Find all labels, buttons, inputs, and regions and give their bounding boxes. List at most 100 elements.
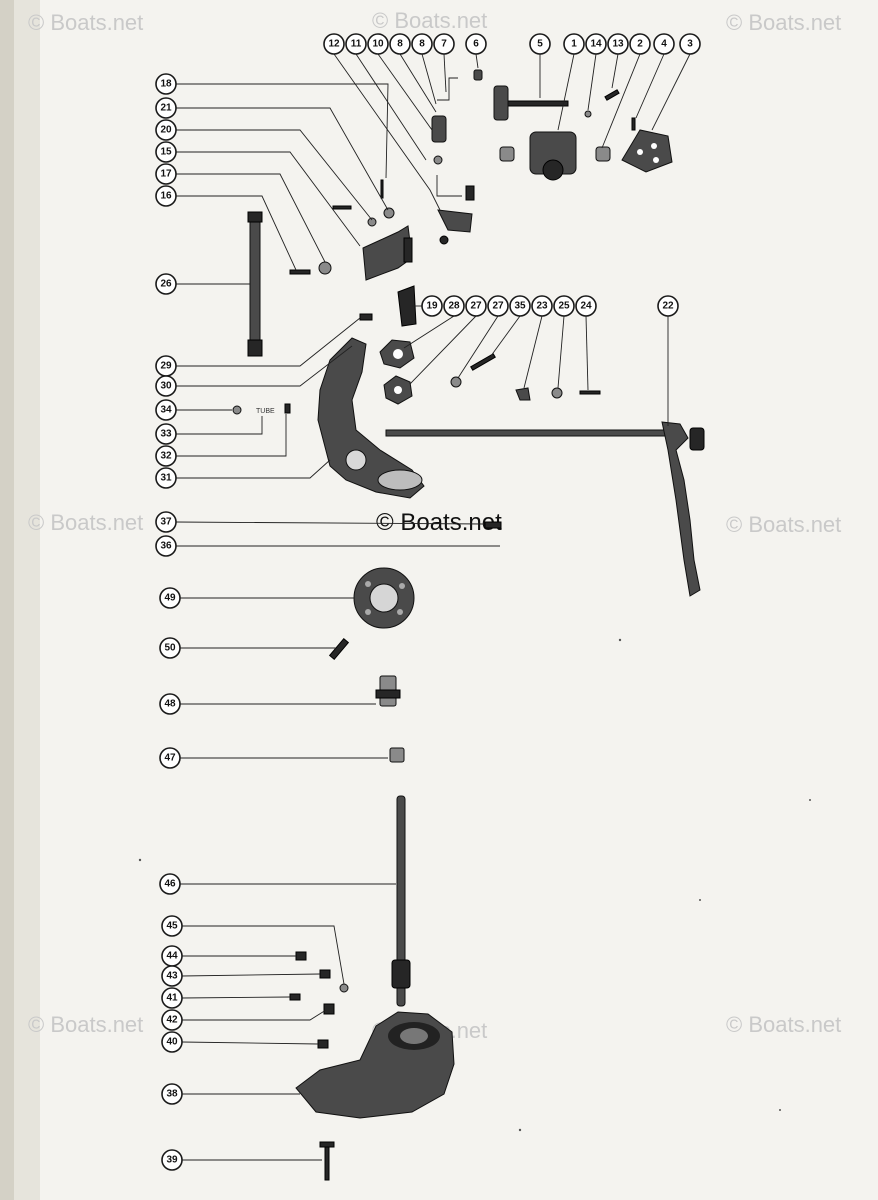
callout-left-8: 29 bbox=[155, 355, 177, 377]
callout-mid-8-circle bbox=[575, 295, 597, 317]
callout-left-10-circle bbox=[155, 399, 177, 421]
callout-left-12-number: 32 bbox=[160, 451, 172, 462]
callout-top-9-leader bbox=[557, 53, 575, 131]
callout-mid-5: 35 bbox=[509, 295, 531, 317]
callout-left-19-circle bbox=[159, 747, 181, 769]
callout-top-5-number: 8 bbox=[419, 39, 425, 50]
paper-specks bbox=[138, 638, 811, 1132]
callout-left-1-circle bbox=[155, 73, 177, 95]
callout-top-3: 10 bbox=[367, 33, 389, 55]
callout-left-24-number: 41 bbox=[166, 993, 178, 1004]
callout-top-6-number: 7 bbox=[441, 39, 447, 50]
callout-left-2: 21 bbox=[155, 97, 177, 119]
callout-left-2-circle bbox=[155, 97, 177, 119]
callout-left-24-leader bbox=[181, 996, 291, 999]
callout-top-3-circle bbox=[367, 33, 389, 55]
callout-left-6: 16 bbox=[155, 185, 177, 207]
callout-left-14-number: 37 bbox=[160, 517, 172, 528]
callout-top-6: 7 bbox=[433, 33, 455, 55]
callout-mid-5-circle bbox=[509, 295, 531, 317]
callout-left-9-circle bbox=[155, 375, 177, 397]
callout-left-18-number: 48 bbox=[164, 699, 176, 710]
callout-left-5-circle bbox=[155, 163, 177, 185]
callout-left-11-number: 33 bbox=[160, 429, 172, 440]
callout-top-7: 6 bbox=[465, 33, 487, 55]
callout-mid-4-leader bbox=[457, 315, 499, 379]
tube-label: TUBE bbox=[256, 408, 275, 415]
callout-mid-4-circle bbox=[487, 295, 509, 317]
watermark-1: © Boats.net bbox=[28, 10, 143, 35]
part-shapes: TUBE bbox=[232, 69, 705, 1181]
callout-top-14-circle bbox=[679, 33, 701, 55]
callout-left-10-number: 34 bbox=[160, 405, 172, 416]
callout-left-9-number: 30 bbox=[160, 381, 172, 392]
callout-mid-7-leader bbox=[557, 315, 565, 389]
callout-left-6-circle bbox=[155, 185, 177, 207]
callout-top-10-number: 14 bbox=[590, 39, 602, 50]
callout-mid-8: 24 bbox=[575, 295, 597, 317]
callout-top-9: 1 bbox=[563, 33, 585, 55]
callout-left-25-circle bbox=[161, 1009, 183, 1031]
callout-mid-7-number: 25 bbox=[558, 301, 570, 312]
callout-top-12-number: 2 bbox=[637, 39, 643, 50]
callout-left-19-number: 47 bbox=[164, 753, 176, 764]
callout-top-12: 2 bbox=[629, 33, 651, 55]
callout-left-3-leader bbox=[176, 129, 373, 221]
callout-left-2-leader bbox=[176, 107, 389, 211]
callout-left-17-circle bbox=[159, 637, 181, 659]
callout-top-2-circle bbox=[345, 33, 367, 55]
callout-mid-6-number: 23 bbox=[536, 301, 548, 312]
watermark-3: © Boats.net bbox=[726, 10, 841, 35]
callout-left-25-leader bbox=[182, 1009, 327, 1021]
callout-top-10-circle bbox=[585, 33, 607, 55]
callout-left-20-circle bbox=[159, 873, 181, 895]
callout-left-11-leader bbox=[176, 416, 263, 435]
callout-left-5-leader bbox=[176, 173, 326, 263]
callout-left-6-leader bbox=[176, 195, 297, 271]
callout-left-21-circle bbox=[161, 915, 183, 937]
callout-top-5: 8 bbox=[411, 33, 433, 55]
callout-top-4-leader bbox=[399, 53, 437, 113]
callout-left-4: 15 bbox=[155, 141, 177, 163]
callout-left-13-number: 31 bbox=[160, 473, 172, 484]
callout-left-9-leader bbox=[176, 345, 353, 387]
callout-left-23: 43 bbox=[161, 965, 183, 987]
callout-left-20: 46 bbox=[159, 873, 181, 895]
callout-top-13-circle bbox=[653, 33, 675, 55]
callout-top-7-leader bbox=[475, 53, 479, 69]
callout-top-13: 4 bbox=[653, 33, 675, 55]
callout-top-4: 8 bbox=[389, 33, 411, 55]
callout-left-27-circle bbox=[161, 1083, 183, 1105]
callout-left-12-leader bbox=[176, 414, 287, 457]
callout-left-27: 38 bbox=[161, 1083, 183, 1105]
callout-top-2: 11 bbox=[345, 33, 367, 55]
callout-top-5-leader bbox=[421, 53, 437, 105]
callout-top-12-leader bbox=[601, 53, 641, 149]
callout-left-14: 37 bbox=[155, 511, 177, 533]
callout-top-11-circle bbox=[607, 33, 629, 55]
callout-mid-8-number: 24 bbox=[580, 301, 592, 312]
callout-left-21: 45 bbox=[161, 915, 183, 937]
callout-left-15: 36 bbox=[155, 535, 177, 557]
callout-left-1-leader bbox=[176, 83, 389, 179]
callout-left-23-circle bbox=[161, 965, 183, 987]
watermark-2: © Boats.net bbox=[372, 8, 487, 33]
callout-mid-1: 19 bbox=[421, 295, 443, 317]
callout-left-22-number: 44 bbox=[166, 951, 178, 962]
callout-mid-3: 27 bbox=[465, 295, 487, 317]
callout-left-5: 17 bbox=[155, 163, 177, 185]
callout-left-7-number: 26 bbox=[160, 279, 172, 290]
callout-left-7: 26 bbox=[155, 273, 177, 295]
callout-left-24-circle bbox=[161, 987, 183, 1009]
callout-top-2-leader bbox=[355, 53, 427, 161]
callout-mid-7: 25 bbox=[553, 295, 575, 317]
callout-mid-6: 23 bbox=[531, 295, 553, 317]
callout-left-13-leader bbox=[176, 459, 331, 479]
callout-left-11-circle bbox=[155, 423, 177, 445]
callout-mid-3-circle bbox=[465, 295, 487, 317]
callout-left-26-number: 40 bbox=[166, 1037, 178, 1048]
callout-mid-6-leader bbox=[523, 315, 543, 389]
callout-top-3-leader bbox=[377, 53, 433, 131]
callout-left-16-number: 49 bbox=[164, 593, 176, 604]
